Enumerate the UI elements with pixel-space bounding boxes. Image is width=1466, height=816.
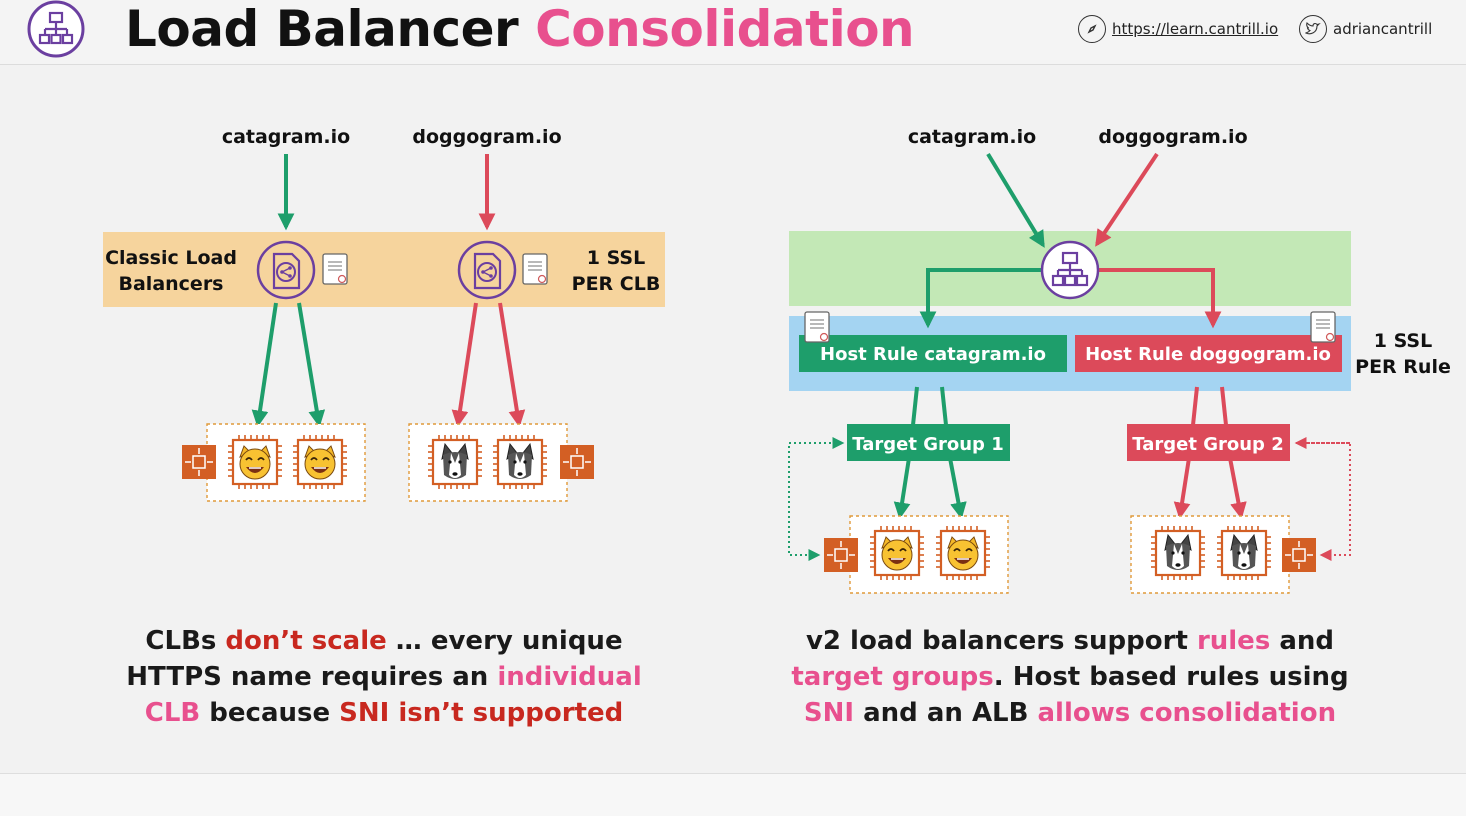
- left-domain-doggogram: doggogram.io: [412, 126, 561, 148]
- twitter-icon: [1299, 15, 1327, 43]
- right-ssl-line2: PER Rule: [1355, 356, 1451, 378]
- target-group-1: [847, 424, 1010, 461]
- rule-to-tg1-line-1: [911, 386, 919, 426]
- left-arrow-green-2: [297, 302, 326, 428]
- certificate-icon: [522, 253, 548, 285]
- left-ssl-line1: 1 SSL: [587, 247, 645, 269]
- classic-lb-band: [103, 232, 665, 307]
- caption-highlight: SNI: [803, 698, 855, 728]
- classic-lb-label-line2: Balancers: [119, 273, 224, 295]
- page-title: Load Balancer Consolidation: [125, 0, 915, 60]
- caption-highlight: rules: [1196, 626, 1271, 656]
- caption-highlight: SNI isn’t supported: [339, 698, 624, 728]
- certificate-icon: [1310, 311, 1336, 343]
- site-link[interactable]: https://learn.cantrill.io: [1078, 14, 1278, 44]
- footer-divider: [0, 773, 1466, 774]
- right-ssl-line1: 1 SSL: [1374, 330, 1432, 352]
- twitter-link[interactable]: adriancantrill: [1299, 14, 1432, 44]
- classic-lb-label-line1: Classic Load: [105, 247, 237, 269]
- left-domain-catagram: catagram.io: [222, 126, 350, 148]
- host-rule-doggogram-label: Host Rule doggogram.io: [1085, 344, 1331, 365]
- caption-text: … every unique HTTPS name requires an: [126, 626, 623, 692]
- cat-icon: [947, 536, 979, 571]
- target-group-2: [1127, 424, 1290, 461]
- left-caption: CLBs don’t scale … every unique HTTPS na…: [104, 623, 664, 731]
- host-rule-doggogram: [1075, 335, 1342, 372]
- tg2-arrow-2: [1228, 457, 1247, 520]
- right-arrow-doggogram-in: [1095, 152, 1159, 247]
- rule-to-tg2-line-2: [1220, 386, 1228, 426]
- autoscaling-icon: [1281, 537, 1317, 573]
- alb-icon: [1040, 240, 1100, 300]
- title-main: Load Balancer: [125, 0, 519, 58]
- site-link-text[interactable]: https://learn.cantrill.io: [1112, 20, 1279, 38]
- rule-to-tg1-line-2: [940, 386, 948, 426]
- right-domain-catagram: catagram.io: [908, 126, 1036, 148]
- tg1-arrow-1: [893, 457, 911, 520]
- left-arrow-red-1: [451, 302, 478, 428]
- right-arrow-catagram-in: [986, 152, 1045, 248]
- right-domain-doggogram: doggogram.io: [1098, 126, 1247, 148]
- target-group-2-label: Target Group 2: [1132, 434, 1283, 455]
- caption-highlight: allows consolidation: [1037, 698, 1337, 728]
- left-ssl-line2: PER CLB: [572, 273, 661, 295]
- autoscaling-icon: [823, 537, 859, 573]
- caption-highlight: don’t scale: [225, 626, 387, 656]
- caption-text: because: [200, 698, 340, 728]
- caption-highlight: target groups: [791, 662, 994, 692]
- cat-icon: [881, 536, 913, 571]
- footer-strip: [0, 774, 1466, 816]
- tg2-arrow-1: [1173, 457, 1191, 520]
- certificate-icon: [322, 253, 348, 285]
- tg1-arrow-2: [948, 457, 967, 520]
- target-group-1-label: Target Group 1: [852, 434, 1003, 455]
- compass-icon: [1078, 15, 1106, 43]
- alb-to-rule-catagram-arrow: [919, 268, 1042, 329]
- cat-icon: [239, 445, 271, 480]
- caption-text: . Host based rules using: [993, 662, 1349, 692]
- host-rule-catagram: [799, 335, 1067, 372]
- host-rule-catagram-label: Host Rule catagram.io: [820, 344, 1046, 365]
- autoscaling-icon: [559, 444, 595, 480]
- header: Load Balancer Consolidation https://lear…: [0, 0, 1466, 65]
- title-accent: Consolidation: [535, 0, 915, 58]
- load-balancer-logo-icon: [27, 0, 85, 58]
- caption-text: and: [1270, 626, 1335, 656]
- rule-to-tg2-line-1: [1191, 386, 1199, 426]
- caption-text: CLBs: [145, 626, 226, 656]
- certificate-icon: [804, 311, 830, 343]
- caption-text: v2 load balancers support: [805, 626, 1197, 656]
- alb-to-rule-doggogram-arrow: [1098, 268, 1222, 329]
- caption-highlight: individual CLB: [144, 662, 642, 728]
- twitter-handle[interactable]: adriancantrill: [1333, 20, 1433, 38]
- caption-text: and an ALB: [854, 698, 1038, 728]
- left-arrow-green-1: [251, 302, 278, 428]
- autoscaling-icon: [181, 444, 217, 480]
- left-arrow-red-2: [498, 302, 526, 428]
- right-caption: v2 load balancers support rules and targ…: [790, 623, 1350, 731]
- cat-icon: [304, 445, 336, 480]
